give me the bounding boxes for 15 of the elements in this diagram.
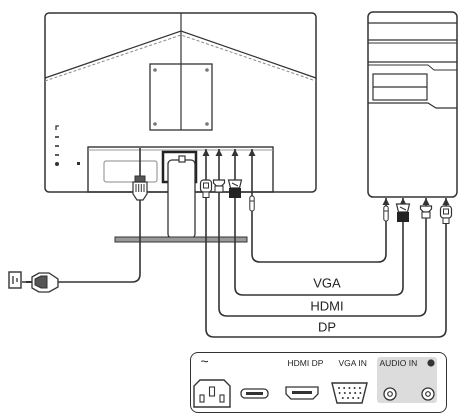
cable [248, 149, 390, 263]
monitor [45, 12, 318, 244]
port-bay [87, 146, 274, 193]
wall-outlet-icon [8, 270, 23, 290]
cable [216, 149, 430, 317]
port-panel [190, 352, 447, 413]
port-label: HDMI DP [288, 358, 324, 367]
edge-label: VGA [311, 276, 343, 290]
cable [202, 149, 450, 338]
port-label: AUDIO IN [380, 358, 418, 367]
power-symbol-label: ~ [200, 354, 209, 368]
port-label: VGA IN [338, 358, 367, 367]
power-cable [22, 148, 141, 283]
computer-tower-drawing [366, 10, 459, 200]
cable [232, 149, 406, 296]
